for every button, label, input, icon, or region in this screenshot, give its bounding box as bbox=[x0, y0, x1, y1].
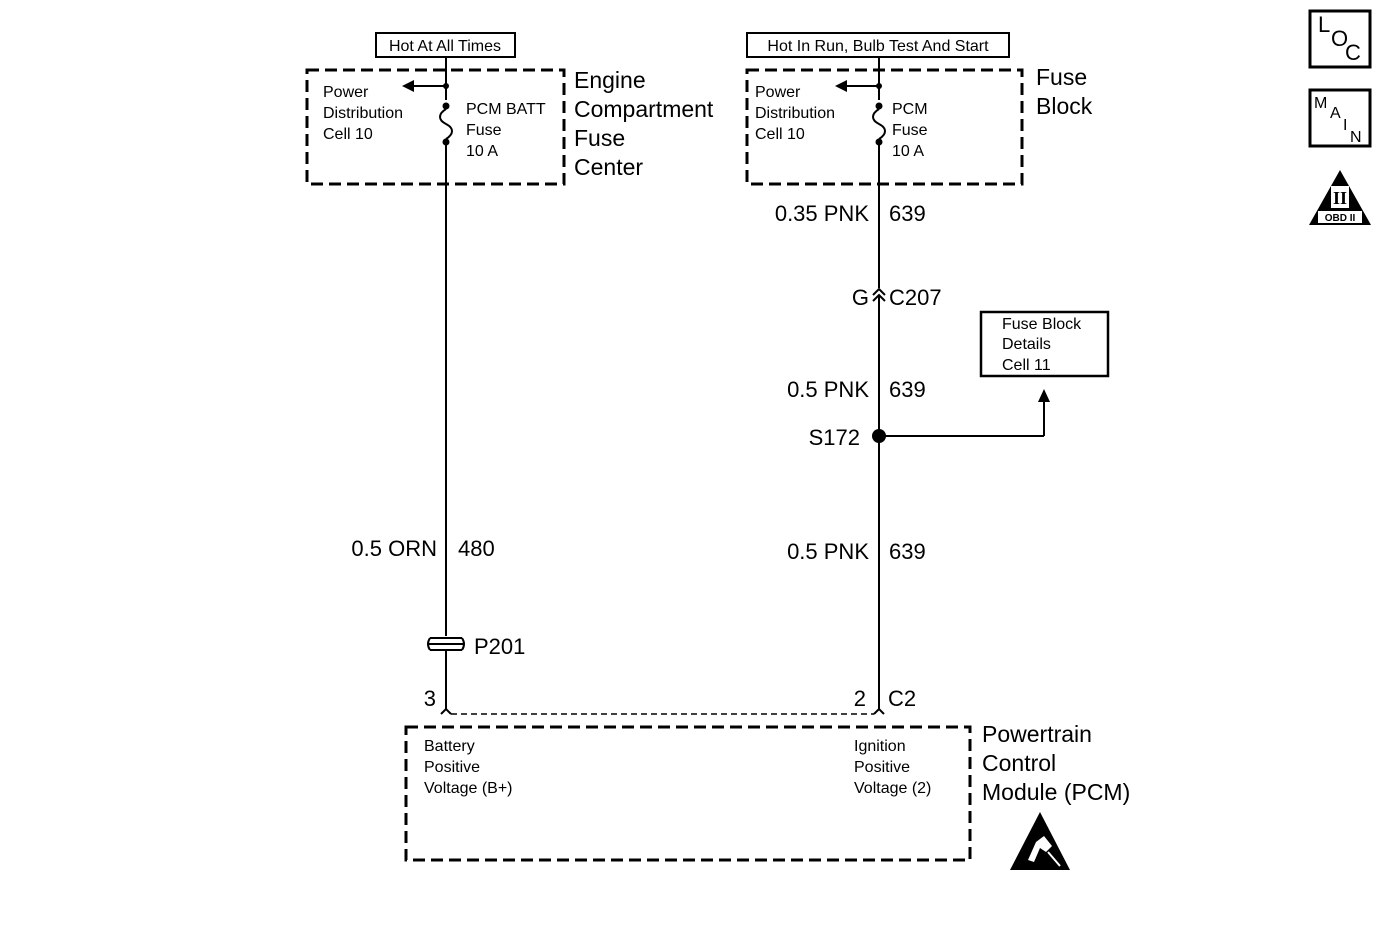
svg-text:M: M bbox=[1314, 95, 1327, 112]
svg-text:Block: Block bbox=[1036, 93, 1093, 119]
svg-text:Cell 10: Cell 10 bbox=[755, 126, 805, 143]
pcm-connector-c2: C2 bbox=[888, 686, 916, 711]
svg-text:Voltage (B+): Voltage (B+) bbox=[424, 780, 513, 797]
ecfc-power-distribution-ref[interactable]: Power Distribution Cell 10 bbox=[323, 84, 403, 143]
pcm-pin-2: 2 bbox=[854, 686, 866, 711]
svg-text:PCM: PCM bbox=[892, 101, 928, 118]
svg-text:Engine: Engine bbox=[574, 67, 646, 93]
pass-through-p201-icon bbox=[427, 637, 465, 651]
svg-text:Details: Details bbox=[1002, 336, 1051, 353]
svg-text:Voltage (2): Voltage (2) bbox=[854, 780, 931, 797]
svg-text:Battery: Battery bbox=[424, 738, 475, 755]
pcm-ignition-input-label: Ignition Positive Voltage (2) bbox=[854, 738, 931, 797]
wire-639-seg2-gauge-color: 0.5 PNK bbox=[787, 377, 869, 402]
svg-text:Fuse: Fuse bbox=[1036, 64, 1087, 90]
p201-label: P201 bbox=[474, 634, 525, 659]
pcm-pin-2-connector-icon bbox=[873, 707, 885, 715]
fuse-block-power-distribution-ref[interactable]: Power Distribution Cell 10 bbox=[755, 84, 835, 143]
svg-text:A: A bbox=[1330, 105, 1341, 122]
wire-639-seg1-circuit: 639 bbox=[889, 201, 926, 226]
pcm-batt-fuse-label: PCM BATT Fuse 10 A bbox=[466, 101, 546, 160]
wire-639-seg1-gauge-color: 0.35 PNK bbox=[775, 201, 869, 226]
loc-icon[interactable]: L O C bbox=[1308, 9, 1372, 69]
svg-text:Power: Power bbox=[323, 84, 369, 101]
svg-text:PCM BATT: PCM BATT bbox=[466, 101, 546, 118]
esd-warning-icon bbox=[1010, 812, 1070, 870]
pcm-title: Powertrain Control Module (PCM) bbox=[982, 721, 1130, 805]
svg-text:Cell 11: Cell 11 bbox=[1002, 357, 1051, 374]
svg-text:Ignition: Ignition bbox=[854, 738, 906, 755]
main-icon[interactable]: M A I N bbox=[1308, 88, 1372, 148]
svg-text:Cell 10: Cell 10 bbox=[323, 126, 373, 143]
svg-text:Fuse: Fuse bbox=[466, 122, 502, 139]
svg-text:10 A: 10 A bbox=[466, 143, 498, 160]
pcm-pin-3-connector-icon bbox=[440, 707, 452, 715]
pcm-batt-fuse-icon bbox=[439, 102, 453, 146]
obd-ii-icon[interactable]: II OBD II bbox=[1309, 170, 1371, 225]
pcm-box bbox=[404, 725, 972, 862]
engine-compartment-fuse-center-box bbox=[305, 68, 566, 186]
ecfc-title: Engine Compartment Fuse Center bbox=[574, 67, 714, 180]
feed-label-hot-in-run: Hot In Run, Bulb Test And Start bbox=[746, 32, 1010, 58]
svg-text:Fuse Block: Fuse Block bbox=[1002, 316, 1082, 333]
svg-text:Positive: Positive bbox=[424, 759, 480, 776]
svg-text:C: C bbox=[1345, 40, 1361, 65]
splice-branch-arrow-icon bbox=[1038, 389, 1050, 402]
wire-639-seg2-circuit: 639 bbox=[889, 377, 926, 402]
svg-text:Center: Center bbox=[574, 154, 643, 180]
svg-text:I: I bbox=[1343, 117, 1347, 134]
svg-text:Power: Power bbox=[755, 84, 801, 101]
svg-text:Fuse: Fuse bbox=[892, 122, 928, 139]
svg-text:Distribution: Distribution bbox=[755, 105, 835, 122]
svg-text:Positive: Positive bbox=[854, 759, 910, 776]
pcm-fuse-icon bbox=[872, 102, 886, 146]
svg-text:II: II bbox=[1333, 188, 1347, 208]
wire-480-gauge-color: 0.5 ORN bbox=[351, 536, 437, 561]
ecfc-branch-arrow-icon bbox=[402, 80, 449, 92]
fuse-block-box bbox=[745, 68, 1024, 186]
feed-left-text: Hot At All Times bbox=[389, 38, 501, 55]
svg-text:OBD II: OBD II bbox=[1325, 213, 1356, 224]
c207-label: C207 bbox=[889, 285, 942, 310]
fuse-block-details-ref[interactable]: Fuse Block Details Cell 11 bbox=[979, 310, 1110, 378]
fuse-block-title: Fuse Block bbox=[1036, 64, 1093, 119]
c207-pin: G bbox=[852, 285, 869, 310]
wire-639-seg3-circuit: 639 bbox=[889, 539, 926, 564]
wire-639-seg3-gauge-color: 0.5 PNK bbox=[787, 539, 869, 564]
s172-label: S172 bbox=[809, 425, 860, 450]
svg-text:L: L bbox=[1318, 12, 1330, 37]
connector-c207-icon bbox=[872, 287, 886, 302]
svg-text:N: N bbox=[1350, 129, 1362, 146]
pcm-pin-3: 3 bbox=[424, 686, 436, 711]
pcm-battery-input-label: Battery Positive Voltage (B+) bbox=[424, 738, 513, 797]
pcm-fuse-label: PCM Fuse 10 A bbox=[892, 101, 928, 160]
feed-right-text: Hot In Run, Bulb Test And Start bbox=[767, 38, 989, 55]
svg-text:10 A: 10 A bbox=[892, 143, 924, 160]
svg-text:Compartment: Compartment bbox=[574, 96, 714, 122]
fuse-block-branch-arrow-icon bbox=[835, 80, 882, 92]
svg-text:Distribution: Distribution bbox=[323, 105, 403, 122]
svg-text:O: O bbox=[1331, 26, 1348, 51]
svg-text:Fuse: Fuse bbox=[574, 125, 625, 151]
svg-text:Module (PCM): Module (PCM) bbox=[982, 779, 1130, 805]
svg-text:Powertrain: Powertrain bbox=[982, 721, 1092, 747]
feed-label-hot-at-all-times: Hot At All Times bbox=[375, 32, 516, 58]
wire-480-circuit: 480 bbox=[458, 536, 495, 561]
svg-text:Control: Control bbox=[982, 750, 1056, 776]
